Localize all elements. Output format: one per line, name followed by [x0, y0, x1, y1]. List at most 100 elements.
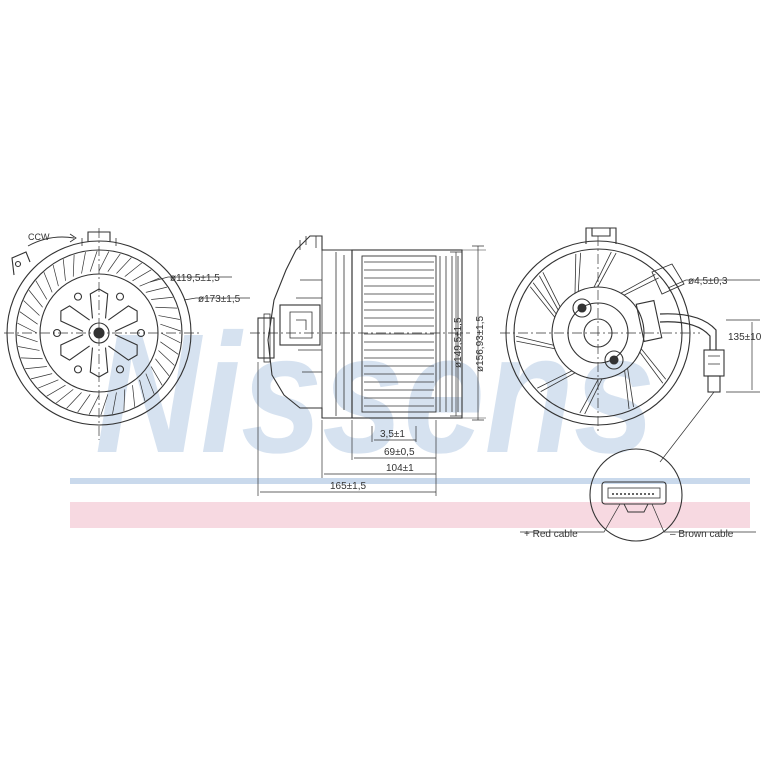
blade [160, 323, 182, 332]
hub-hole [115, 292, 125, 301]
outer-diameter-label: ø173±1,5 [198, 294, 241, 305]
rear-rib [640, 348, 667, 380]
blade [52, 264, 59, 287]
watermark-band [70, 502, 750, 528]
blade [100, 394, 109, 416]
blower-wheel-outline [351, 249, 463, 419]
rotation-label: CCW [28, 232, 50, 242]
rear-rib [579, 378, 599, 414]
blade [17, 322, 38, 334]
blade [66, 392, 82, 409]
width-label-4: 165±1,5 [330, 481, 367, 492]
blade [107, 253, 121, 272]
detail-leader [659, 391, 715, 463]
blade [72, 254, 75, 277]
blade [124, 262, 142, 277]
blade [19, 311, 38, 325]
wheel-slats [364, 256, 459, 412]
width-label-2: 69±0,5 [384, 447, 415, 458]
rear-rib [624, 370, 630, 409]
side-view [250, 235, 486, 496]
rear-rib [542, 272, 561, 308]
outer-diameter-leader [183, 297, 250, 301]
rear-plug [703, 349, 725, 377]
blade [139, 277, 160, 287]
front-left-ear [11, 251, 31, 276]
hub-petal [108, 334, 138, 361]
blade [160, 341, 179, 355]
blade [56, 389, 74, 404]
cable-length-label: 135±10 [728, 332, 762, 343]
detail-latch [623, 503, 649, 513]
rear-cable-2 [659, 321, 711, 350]
rear-rib [639, 351, 664, 384]
blade [18, 346, 40, 351]
side-view-labels: ø149,5±1,5 ø156,93±1,5 3,5±1 69±0,5 104±… [330, 315, 486, 492]
rear-rib [516, 340, 555, 350]
rear-cable-1 [659, 313, 717, 350]
blade [23, 300, 40, 316]
rear-rib [537, 370, 573, 389]
blade [158, 350, 175, 366]
blade [98, 251, 110, 272]
rear-view-labels: ø4,5±0,3 135±10 [688, 276, 762, 343]
hub-hole [73, 292, 83, 301]
inner-diameter-leader [149, 276, 232, 283]
negative-label: – Brown cable [670, 529, 734, 540]
rear-rib [532, 282, 557, 315]
blade [28, 290, 43, 308]
detail-circle [589, 448, 683, 542]
blade [62, 259, 66, 281]
blade-ring [16, 250, 182, 416]
negative-leader [651, 503, 756, 533]
positive-label: + Red cable [524, 529, 578, 540]
watermark-line [70, 478, 750, 484]
blade [158, 315, 180, 320]
blade [145, 286, 168, 293]
rear-rib [577, 252, 582, 292]
blade [89, 250, 98, 272]
front-view-labels: CCW ø119,5±1,5 ø173±1,5 [28, 232, 241, 305]
hub-holes [52, 292, 146, 374]
rear-rib [529, 286, 556, 318]
blade [116, 257, 132, 274]
watermark-brand: Nissens [95, 299, 655, 489]
height-dim-1 [450, 251, 462, 417]
blade [132, 269, 152, 282]
blade [81, 252, 86, 274]
rear-rib [540, 372, 576, 393]
hub-hole [73, 365, 83, 374]
rear-view [500, 227, 760, 463]
blade [30, 373, 53, 380]
pin-diameter-leader [667, 279, 760, 289]
rear-rib [597, 252, 617, 288]
watermark: Nissens [70, 299, 750, 528]
blade [132, 385, 136, 407]
connector-detail [520, 448, 756, 542]
blade [88, 394, 100, 415]
pin-diameter-label: ø4,5±0,3 [688, 276, 728, 287]
blade [155, 358, 170, 376]
motor-end-cap [257, 317, 275, 359]
blade [150, 366, 163, 386]
blade [155, 306, 178, 309]
side-connector [279, 304, 321, 346]
blade [35, 280, 48, 300]
rear-top-tab [585, 227, 617, 244]
blade [123, 389, 126, 412]
blade [16, 334, 38, 343]
blade [43, 272, 53, 293]
blade [38, 379, 59, 389]
width-label-1: 3,5±1 [380, 429, 405, 440]
rear-bolt-2 [604, 350, 624, 370]
blade [25, 366, 47, 370]
rear-rib [593, 251, 612, 288]
detail-plug-body [601, 481, 667, 505]
width-label-3: 104±1 [386, 463, 414, 474]
rear-rib [627, 368, 634, 407]
rear-bolt-1 [572, 298, 592, 318]
rear-rib [620, 273, 656, 294]
blade [20, 357, 43, 360]
rear-ribs [515, 251, 667, 415]
width-dim-1 [371, 426, 417, 442]
